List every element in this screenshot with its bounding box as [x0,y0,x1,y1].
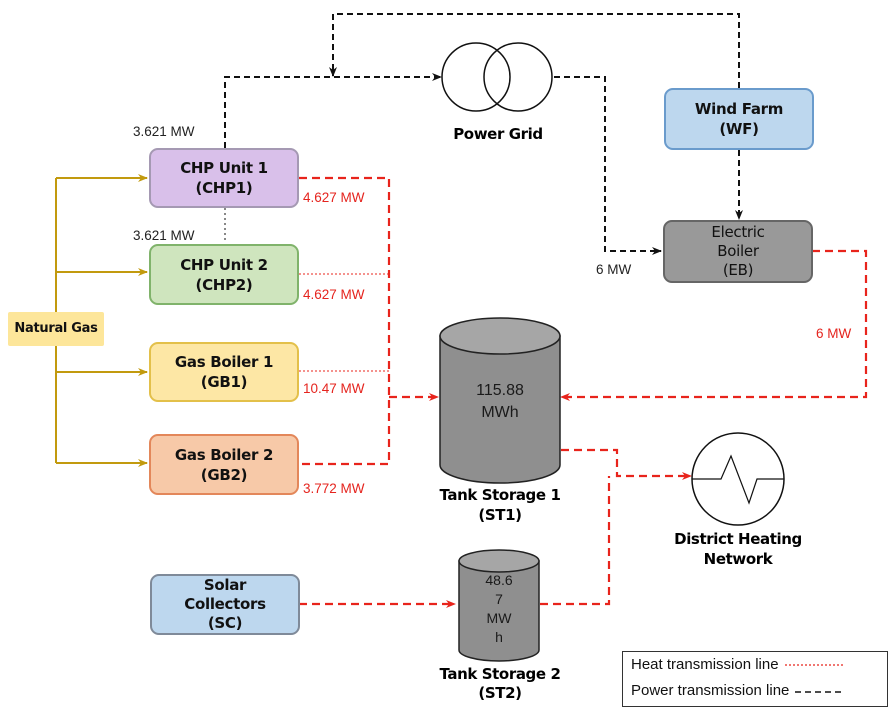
eb-line2: Boiler [717,242,759,260]
tank2-capacity: 48.6 7 MW h [459,571,539,647]
wind-farm-code: (WF) [719,120,759,138]
tank2-title-line2: (ST2) [478,684,522,702]
gb1-code: (GB1) [200,373,248,391]
gb1-name: Gas Boiler 1 [174,353,274,371]
tank2-capacity-line: 7 [495,591,503,607]
natural-gas-label: Natural Gas [14,321,98,336]
chp1-name: CHP Unit 1 [180,159,268,177]
chp2-name: CHP Unit 2 [180,255,268,274]
electric-boiler[interactable]: Electric Boiler (EB) [663,220,813,283]
chp1-power-label: 3.621 MW [133,124,195,139]
power-grid-title: Power Grid [453,125,543,143]
legend-heat-swatch [784,664,843,666]
power-grid-icon[interactable] [441,42,553,112]
gb2-code: (GB2) [200,465,248,484]
eb-line1: Electric [711,223,765,241]
legend-heat-label: Heat transmission line [631,656,779,673]
chp2-power-label: 3.621 MW [133,228,195,243]
chp-unit-2[interactable]: CHP Unit 2 (CHP2) [149,244,299,305]
gas-boiler-1[interactable]: Gas Boiler 1 (GB1) [149,342,299,402]
legend-heat-row: Heat transmission line [631,656,845,673]
solar-line1: Solar [203,576,247,594]
chp1-code: (CHP1) [195,179,253,197]
tank2-capacity-line: h [495,629,503,645]
tank2-capacity-line: 48.6 [485,572,513,588]
dhn-title-line1: District Heating [674,530,802,548]
tank1-title-line2: (ST1) [478,506,522,524]
tank2-capacity-line: MW [486,610,512,626]
legend-power-row: Power transmission line [631,682,844,699]
gb1-heat-label: 10.47 MW [303,381,365,396]
gas-boiler-2[interactable]: Gas Boiler 2 (GB2) [149,434,299,495]
eb-heat-label: 6 MW [816,326,852,341]
tank1-title-line1: Tank Storage 1 [439,486,561,504]
solar-code: (SC) [207,614,243,632]
power-lines [224,13,743,255]
wind-farm[interactable]: Wind Farm (WF) [664,88,814,150]
gb2-name: Gas Boiler 2 [174,445,274,464]
legend: Heat transmission line Power transmissio… [622,651,888,707]
heat-exchanger-icon[interactable] [691,432,785,526]
chp2-heat-label: 4.627 MW [303,287,365,302]
tank-storage-1-shape[interactable] [439,317,561,484]
gb2-heat-label: 3.772 MW [303,481,365,496]
dhn-title-line2: Network [703,550,773,568]
tank-storage-2-shape[interactable] [458,549,540,662]
grid-to-eb-label: 6 MW [596,262,632,277]
solar-collectors[interactable]: Solar Collectors (SC) [150,574,300,635]
heat-lines [299,176,868,608]
tank2-title: Tank Storage 2 (ST2) [410,665,590,703]
thin-heat-lines [299,273,389,372]
wind-farm-name: Wind Farm [694,100,784,118]
tank1-capacity: 115.88 MWh [440,380,560,424]
tank1-capacity-unit: MWh [481,404,519,421]
legend-power-label: Power transmission line [631,682,790,699]
eb-code: (EB) [722,261,754,279]
solar-line2: Collectors [184,595,266,613]
tank1-title: Tank Storage 1 (ST1) [410,485,590,525]
tank2-title-line1: Tank Storage 2 [439,665,561,683]
legend-power-swatch [794,691,842,693]
dhn-title: District Heating Network [656,529,820,569]
natural-gas-source[interactable]: Natural Gas [8,312,104,346]
tank1-capacity-value: 115.88 [476,382,524,399]
chp1-heat-label: 4.627 MW [303,190,365,205]
chp2-code: (CHP2) [195,275,253,294]
chp-unit-1[interactable]: CHP Unit 1 (CHP1) [149,148,299,208]
